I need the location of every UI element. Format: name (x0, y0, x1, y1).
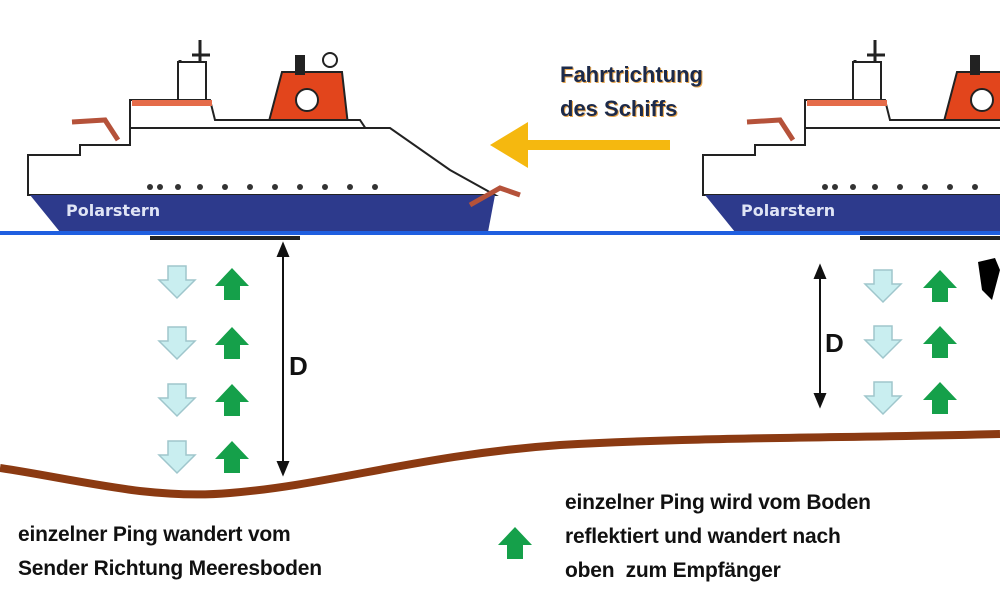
ship-polarstern-right: Polarstern (702, 40, 1000, 232)
ping-up-arrow-icon (215, 441, 249, 473)
ping-down-arrow-icon (158, 383, 196, 417)
ping-up-arrow-icon (923, 270, 957, 302)
legend-down-text: einzelner Ping wandert vom Sender Richtu… (18, 518, 322, 586)
legend-up-line: reflektiert und wandert nach (565, 525, 841, 548)
legend-down-line: einzelner Ping wandert vom (18, 523, 291, 546)
ping-up-arrow-icon (923, 382, 957, 414)
ping-down-arrow-icon (158, 265, 196, 299)
ping-up-arrow-icon (923, 326, 957, 358)
ping-down-arrow-icon (158, 326, 196, 360)
legend-down-line: Sender Richtung Meeresboden (18, 557, 322, 580)
direction-line-2: des Schiffs (560, 96, 678, 121)
legend-up-line: oben zum Empfänger (565, 559, 781, 582)
ping-down-arrow-icon (158, 440, 196, 474)
ship-direction-label: Fahrtrichtung des Schiffs (560, 58, 703, 126)
depth-label-left: D (289, 351, 308, 381)
depth-arrow-left (276, 241, 290, 477)
ship-name-label: Polarstern (66, 201, 160, 220)
legend-up-arrow-icon (498, 527, 532, 559)
legend-up-line: einzelner Ping wird vom Boden (565, 491, 871, 514)
ping-arrows-left (158, 265, 249, 474)
seabed-line (0, 430, 1000, 499)
ping-up-arrow-icon (215, 268, 249, 300)
ping-up-arrow-icon (215, 327, 249, 359)
direction-line-1: Fahrtrichtung (560, 62, 703, 87)
ship-polarstern-left: Polarstern (27, 40, 521, 232)
depth-label-right: D (825, 328, 844, 358)
depth-arrow-right (813, 263, 827, 409)
ping-down-arrow-icon (864, 325, 902, 359)
ping-down-arrow-icon (864, 269, 902, 303)
ship-direction-arrow (490, 122, 670, 168)
water-surface-line (0, 231, 1000, 235)
ping-down-arrow-icon (864, 381, 902, 415)
ping-up-arrow-icon (215, 384, 249, 416)
legend-up-text: einzelner Ping wird vom Boden reflektier… (565, 486, 871, 588)
ship-name-label: Polarstern (741, 201, 835, 220)
ping-arrows-right (864, 269, 957, 415)
